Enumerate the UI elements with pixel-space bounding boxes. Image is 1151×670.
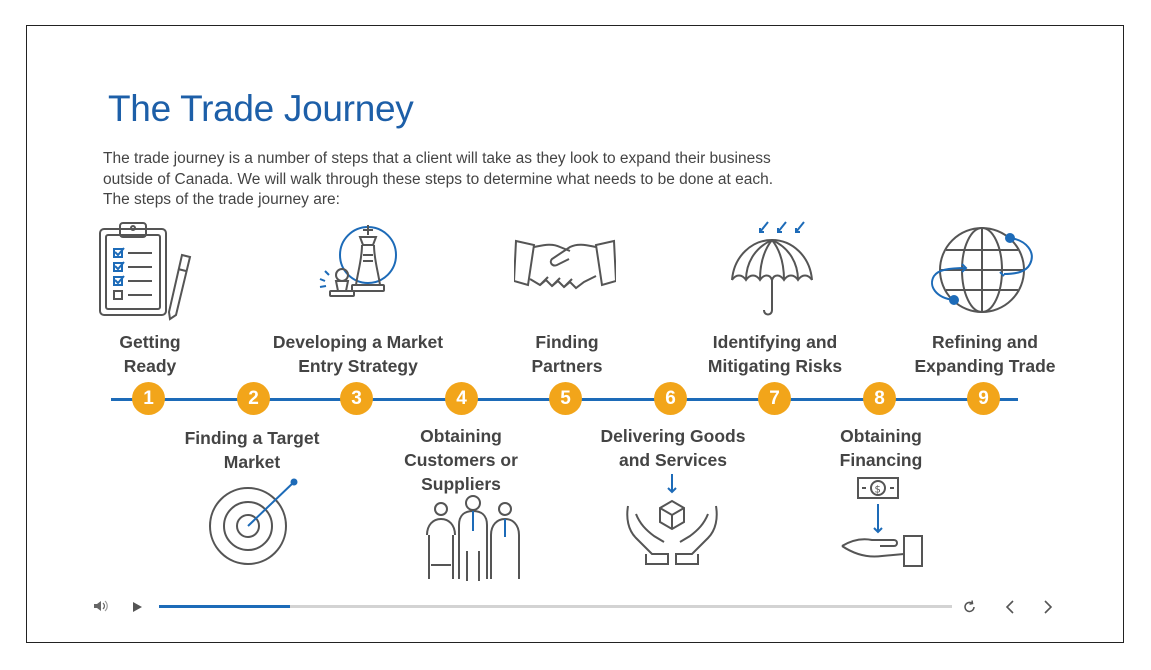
step-2-marker[interactable]: 2 [237,382,270,415]
step-4-marker[interactable]: 4 [445,382,478,415]
slide-title: The Trade Journey [108,88,414,129]
step-9-marker[interactable]: 9 [967,382,1000,415]
progress-fill [159,605,290,608]
globe-icon [926,224,1038,316]
slide-frame [26,25,1124,643]
handshake-icon [514,235,616,299]
hand-money-icon: $ [838,474,928,574]
step-7-marker[interactable]: 7 [758,382,791,415]
umbrella-rain-icon [728,220,818,320]
replay-icon[interactable] [963,599,977,620]
intro-line-1: The trade journey is a number of steps t… [103,150,771,167]
step-8-marker[interactable]: 8 [863,382,896,415]
chess-pieces-icon [314,221,398,321]
step-3-marker[interactable]: 3 [340,382,373,415]
intro-line-3: The steps of the trade journey are: [103,191,340,208]
volume-icon[interactable] [93,599,109,618]
step-5-marker[interactable]: 5 [549,382,582,415]
people-group-icon [419,495,527,581]
svg-text:$: $ [875,485,881,496]
step-6-marker[interactable]: 6 [654,382,687,415]
progress-bar[interactable] [159,605,952,608]
intro-paragraph: The trade journey is a number of steps t… [103,149,863,211]
play-icon[interactable] [131,600,143,618]
chevron-right-icon[interactable] [1042,599,1054,620]
target-icon [206,476,302,570]
intro-line-2: outside of Canada. We will walk through … [103,170,774,188]
hands-package-icon [622,470,722,574]
chevron-left-icon[interactable] [1004,599,1016,620]
clipboard-checklist-icon [96,219,196,323]
step-1-marker[interactable]: 1 [132,382,165,415]
